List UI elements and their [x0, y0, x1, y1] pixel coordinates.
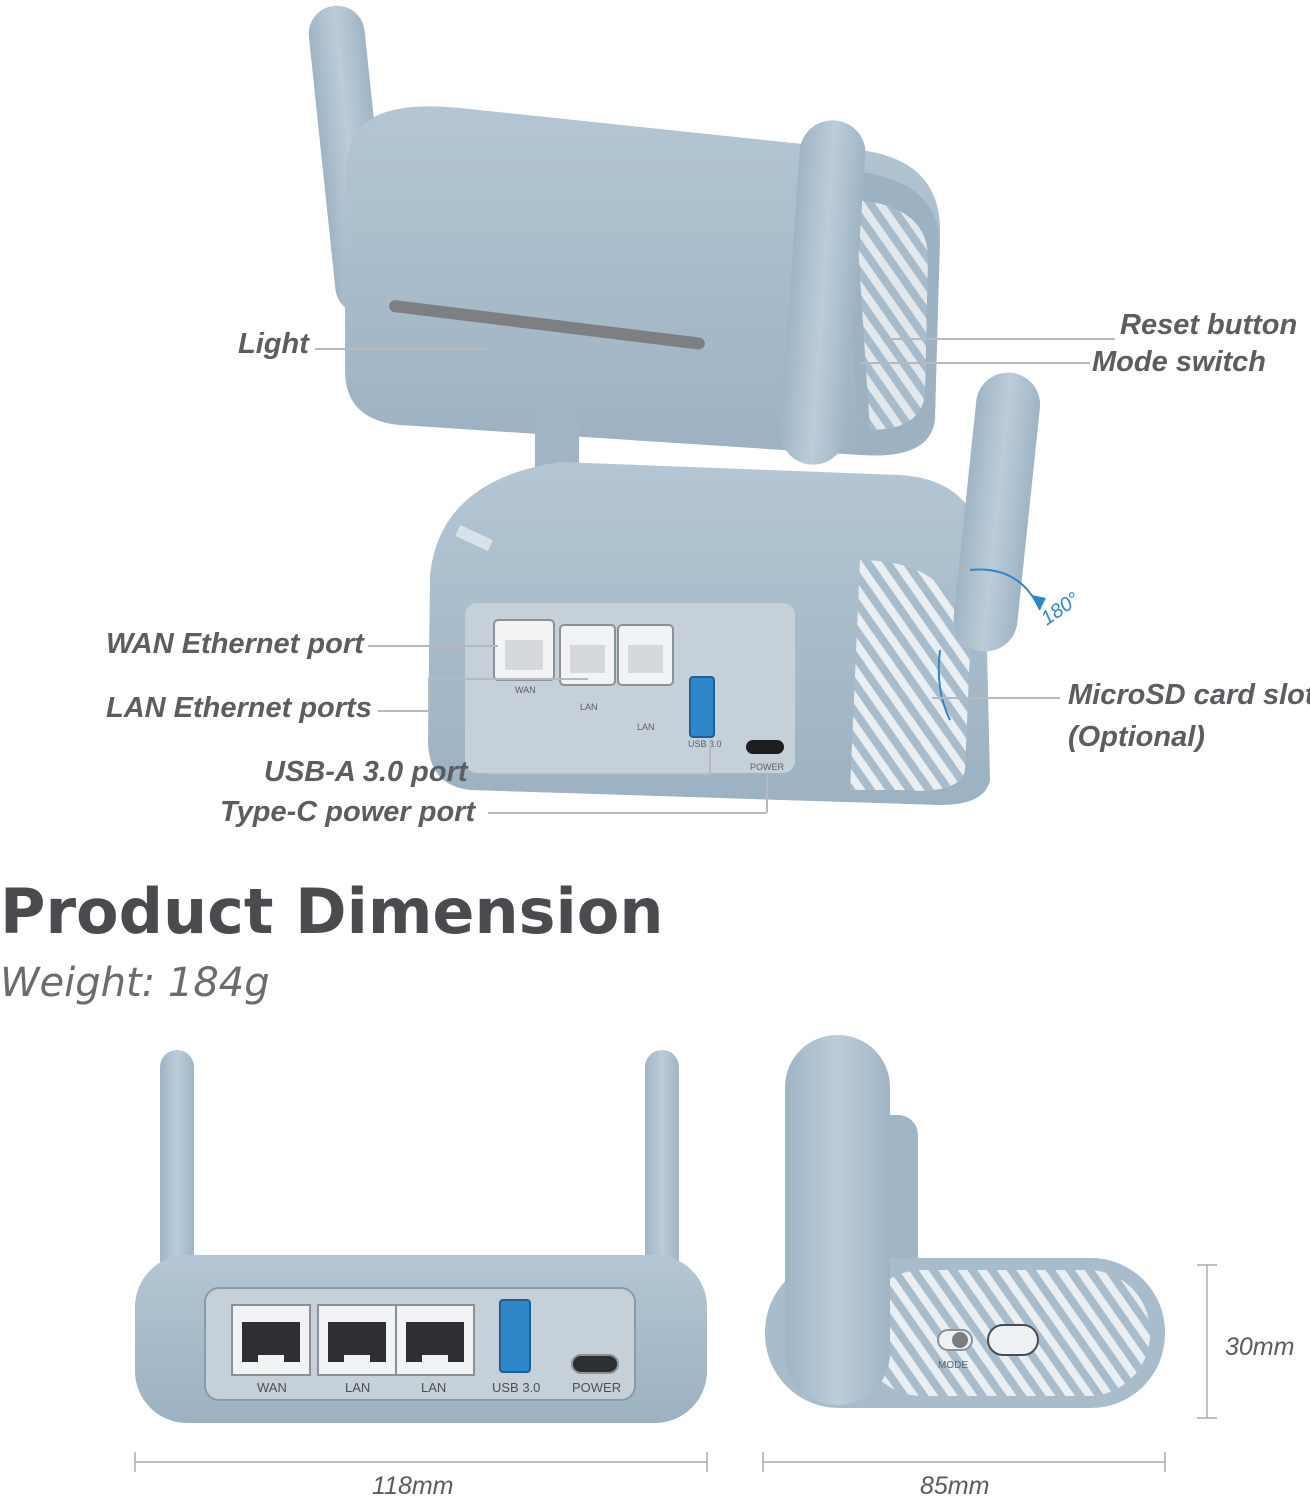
weight-text: Weight: 184g	[0, 960, 270, 1006]
svg-text:LAN: LAN	[421, 1380, 446, 1395]
microsd-label: MicroSD card slot	[1068, 679, 1310, 711]
width-dimension: 118mm	[372, 1472, 454, 1500]
usb-leader	[488, 773, 710, 775]
typec-leader	[488, 812, 766, 814]
light-leader	[315, 348, 490, 350]
front-view-router	[135, 1050, 707, 1423]
svg-text:USB 3.0: USB 3.0	[492, 1380, 540, 1395]
light-label: Light	[238, 328, 309, 360]
top-router	[308, 5, 940, 500]
depth-dimension: 85mm	[920, 1472, 990, 1500]
microsd-optional-label: (Optional)	[1068, 721, 1205, 753]
height-dimension: 30mm	[1225, 1333, 1295, 1361]
wan-leader	[368, 645, 498, 647]
wan-port-label: WAN Ethernet port	[106, 628, 364, 660]
lan-ports-label: LAN Ethernet ports	[106, 692, 372, 724]
middle-router	[428, 372, 1046, 805]
svg-text:USB 3.0: USB 3.0	[688, 739, 722, 749]
mid-wan-label: WAN	[515, 685, 536, 695]
microsd-leader	[932, 697, 1060, 699]
typec-port-label: Type-C power port	[220, 796, 476, 828]
svg-text:POWER: POWER	[750, 762, 785, 772]
lan-leader	[378, 710, 428, 712]
svg-text:LAN: LAN	[345, 1380, 370, 1395]
svg-text:POWER: POWER	[572, 1380, 621, 1395]
page-title: Product Dimension	[0, 875, 664, 948]
usb-port-label: USB-A 3.0 port	[264, 756, 468, 788]
svg-text:WAN: WAN	[257, 1380, 287, 1395]
svg-text:LAN: LAN	[637, 722, 655, 732]
svg-text:MODE: MODE	[938, 1360, 968, 1371]
side-view-router	[765, 1035, 1165, 1408]
reset-leader	[885, 338, 1115, 340]
mode-leader	[860, 362, 1090, 364]
svg-text:LAN: LAN	[580, 702, 598, 712]
dimension-lines	[134, 1264, 1217, 1472]
reset-button-label: Reset button	[1120, 309, 1298, 341]
mode-switch-label: Mode switch	[1092, 346, 1267, 378]
